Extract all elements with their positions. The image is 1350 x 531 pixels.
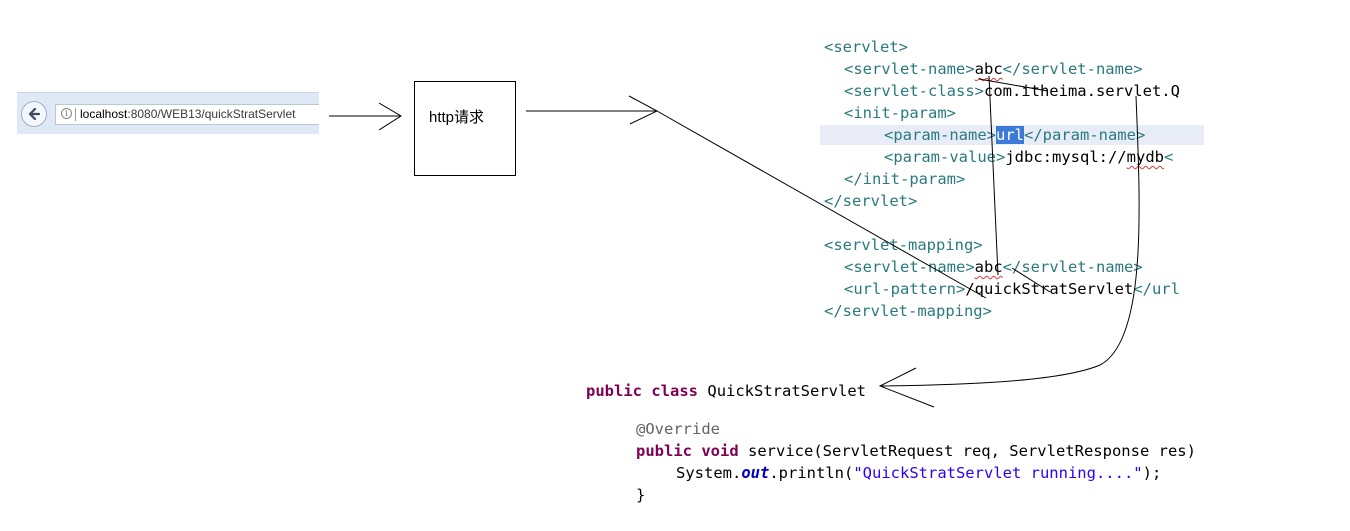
servlet-close-tag: </servlet> bbox=[824, 192, 918, 210]
servlet-mapping-open-tag: <servlet-mapping> bbox=[824, 236, 983, 254]
web-xml-code: <servlet> <servlet-name>abc</servlet-nam… bbox=[824, 36, 1204, 320]
init-param-open-tag: <init-param> bbox=[844, 104, 956, 122]
override-annotation: @Override bbox=[636, 420, 720, 438]
http-request-label: http请求 bbox=[429, 109, 485, 126]
java-servlet-code: public class QuickStratServlet @Override… bbox=[586, 380, 1196, 504]
kw-void: void bbox=[701, 442, 739, 460]
param-value-value-b: mydb bbox=[1126, 148, 1164, 166]
servlet-name-value: abc bbox=[974, 60, 1003, 78]
line-mapping-name-to-servlet-name bbox=[988, 75, 999, 276]
servlet-name-close-tag: </servlet-name> bbox=[1002, 60, 1143, 78]
xml-line-12: <url-pattern>/quickStratServlet</url bbox=[844, 278, 1180, 300]
arrow-browser-to-http bbox=[329, 102, 402, 131]
address-divider bbox=[75, 108, 76, 121]
arrowhead-java-class bbox=[878, 367, 935, 408]
xml-line-13: </servlet-mapping> bbox=[824, 300, 992, 322]
xml-line-3: <servlet-class>com.itheima.servlet.Q bbox=[844, 80, 1180, 102]
xml-line-6: <param-value>jdbc:mysql://mydb< bbox=[884, 146, 1173, 168]
param-name-value: url bbox=[995, 126, 1024, 144]
info-icon: i bbox=[61, 108, 72, 119]
xml-line-2: <servlet-name>abc</servlet-name> bbox=[844, 58, 1143, 80]
xml-line-10: <servlet-mapping> bbox=[824, 234, 983, 256]
java-line-annotation: @Override bbox=[636, 418, 720, 440]
url-path: :8080/WEB13/quickStratServlet bbox=[127, 107, 296, 121]
java-line-println: System.out.println("QuickStratServlet ru… bbox=[676, 462, 1161, 484]
param-value-open-tag: <param-value> bbox=[884, 148, 1006, 166]
curve-servlet-class-to-java-class bbox=[879, 95, 1140, 387]
line-mapping-name-cross bbox=[1011, 267, 1051, 293]
xml-line-4: <init-param> bbox=[844, 102, 956, 124]
mapping-name-value: abc bbox=[974, 258, 1003, 276]
url-pattern-open-tag: <url-pattern> bbox=[844, 280, 966, 298]
kw-public-method: public bbox=[636, 442, 692, 460]
servlet-mapping-close-tag: </servlet-mapping> bbox=[824, 302, 992, 320]
xml-line-5: <param-name>url</param-name> bbox=[884, 124, 1145, 146]
method-signature: service(ServletRequest req, ServletRespo… bbox=[748, 442, 1196, 460]
closing-brace: } bbox=[636, 486, 646, 504]
url-host: localhost bbox=[80, 107, 128, 121]
println-open: .println( bbox=[769, 464, 854, 482]
back-arrow-icon bbox=[28, 107, 41, 121]
out-field: out bbox=[741, 464, 770, 482]
kw-public: public bbox=[586, 382, 642, 400]
url-input[interactable]: i localhost:8080/WEB13/quickStratServlet bbox=[55, 104, 319, 125]
browser-address-bar: i localhost:8080/WEB13/quickStratServlet bbox=[17, 92, 319, 134]
mapping-name-open-tag: <servlet-name> bbox=[844, 258, 975, 276]
java-line-class: public class QuickStratServlet bbox=[586, 380, 866, 402]
http-request-box: http请求 bbox=[414, 81, 516, 176]
back-button[interactable] bbox=[21, 101, 47, 127]
xml-line-7: </init-param> bbox=[844, 168, 965, 190]
param-value-tail: < bbox=[1163, 148, 1174, 166]
xml-line-11: <servlet-name>abc</servlet-name> bbox=[844, 256, 1143, 278]
param-name-close-tag: </param-name> bbox=[1023, 126, 1146, 144]
line-request-to-url-pattern bbox=[656, 110, 987, 299]
param-value-value-a: jdbc:mysql:// bbox=[1005, 148, 1127, 166]
java-line-brace: } bbox=[636, 484, 645, 506]
servlet-name-open-tag: <servlet-name> bbox=[844, 60, 975, 78]
servlet-open-tag: <servlet> bbox=[824, 38, 908, 56]
kw-class: class bbox=[651, 382, 699, 400]
println-close: ); bbox=[1142, 464, 1162, 482]
java-line-method: public void service(ServletRequest req, … bbox=[636, 440, 1196, 462]
init-param-close-tag: </init-param> bbox=[844, 170, 966, 188]
mapping-name-close-tag: </servlet-name> bbox=[1002, 258, 1143, 276]
param-name-open-tag: <param-name> bbox=[884, 126, 996, 144]
system-ref: System. bbox=[676, 464, 742, 482]
arrow-http-to-xml bbox=[526, 95, 659, 125]
line-servlet-name-cross bbox=[978, 78, 1049, 92]
xml-line-8: </servlet> bbox=[824, 190, 917, 212]
url-pattern-value: /quickStratServlet bbox=[965, 280, 1134, 298]
class-name: QuickStratServlet bbox=[707, 382, 866, 400]
url-pattern-tail: </url bbox=[1133, 280, 1180, 298]
xml-line-1: <servlet> bbox=[824, 36, 908, 58]
servlet-class-value: com.itheima.servlet.Q bbox=[983, 82, 1180, 100]
servlet-class-open-tag: <servlet-class> bbox=[844, 82, 984, 100]
println-string: "QuickStratServlet running...." bbox=[853, 464, 1143, 482]
